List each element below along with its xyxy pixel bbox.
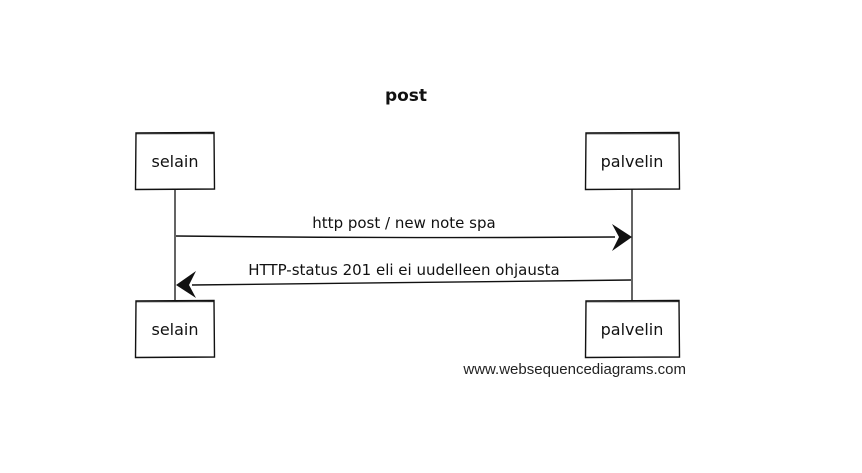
message-line-response: [191, 279, 632, 286]
message-request: http post / new note spa: [175, 214, 632, 251]
message-label-response: HTTP-status 201 eli ei uudelleen ohjaust…: [248, 261, 560, 279]
arrowhead-right-icon: [612, 224, 632, 251]
message-label-request: http post / new note spa: [312, 214, 495, 232]
arrowhead-left-icon: [176, 271, 196, 298]
diagram-title: post: [385, 86, 427, 106]
message-response: HTTP-status 201 eli ei uudelleen ohjaust…: [176, 261, 632, 298]
participant-label-selain-top: selain: [151, 152, 198, 171]
participant-box-palvelin-top: palvelin: [584, 131, 681, 191]
participant-box-palvelin-bottom: palvelin: [584, 299, 681, 359]
participant-label-selain-bottom: selain: [151, 320, 198, 339]
participant-box-selain-bottom: selain: [134, 299, 216, 359]
watermark-text: www.websequencediagrams.com: [462, 361, 686, 378]
message-line-request: [175, 235, 616, 239]
participant-label-palvelin-bottom: palvelin: [601, 320, 664, 339]
participant-box-selain-top: selain: [134, 131, 216, 191]
participant-label-palvelin-top: palvelin: [601, 152, 664, 171]
